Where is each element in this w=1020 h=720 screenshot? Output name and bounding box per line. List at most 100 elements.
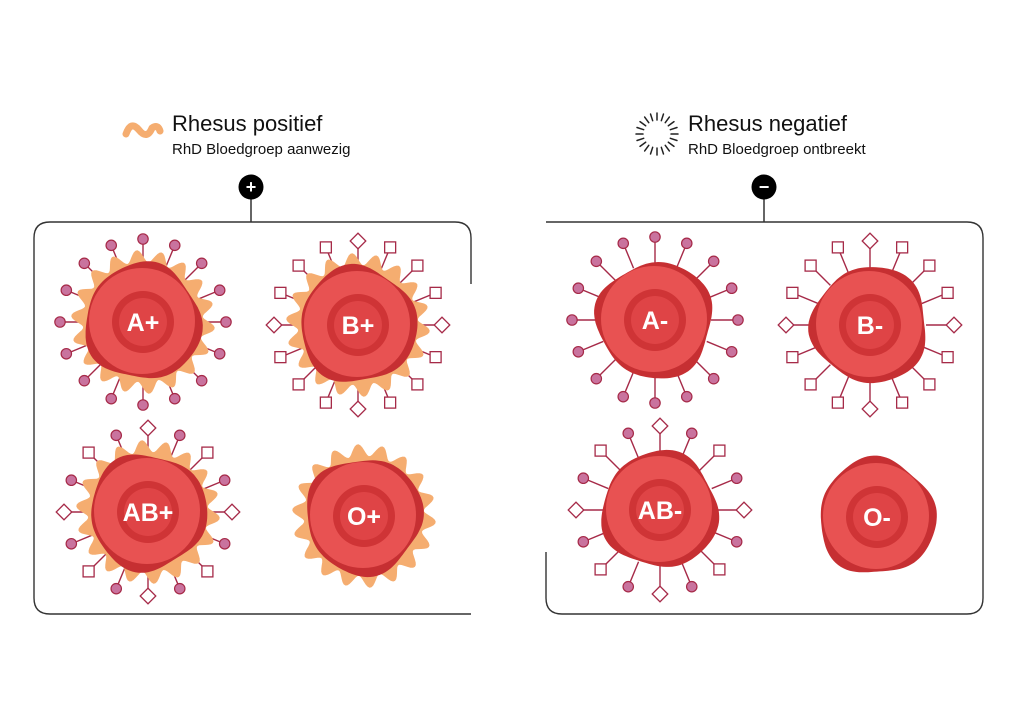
blood-cell-aneg: A- bbox=[566, 231, 744, 409]
blood-cell-oneg: O- bbox=[820, 455, 937, 573]
antigen-a-circle-icon bbox=[218, 537, 231, 550]
antigen-a-circle-icon bbox=[725, 282, 738, 295]
antigen-stalk bbox=[680, 561, 691, 583]
blood-type-label: O+ bbox=[347, 503, 381, 531]
antigen-stalk bbox=[921, 294, 943, 305]
blood-type-label: A+ bbox=[127, 309, 160, 337]
antigen-b-square-icon bbox=[713, 563, 726, 576]
cell-core bbox=[631, 296, 679, 344]
antigen-a-circle-icon bbox=[173, 429, 186, 442]
antigen-b-square-icon bbox=[895, 241, 909, 254]
blood-cell-opos: O+ bbox=[292, 444, 436, 588]
antigen-stalk bbox=[699, 549, 716, 566]
antigen-a-circle-icon bbox=[566, 314, 578, 326]
cell-core bbox=[334, 301, 382, 349]
antigen-a-circle-icon bbox=[577, 535, 590, 548]
antigen-b-square-icon bbox=[292, 259, 305, 272]
antigen-stalk bbox=[675, 247, 686, 269]
antigen-b-square-icon bbox=[831, 396, 845, 409]
antigen-b-square-icon bbox=[804, 378, 817, 391]
antigen-stalk bbox=[839, 376, 850, 398]
negative-badge-symbol: − bbox=[759, 177, 770, 197]
antigen-stalk bbox=[797, 294, 819, 305]
antigen-a-circle-icon bbox=[617, 237, 630, 250]
antigen-b-square-icon bbox=[861, 232, 879, 250]
antigen-b-square-icon bbox=[786, 350, 799, 364]
rhesus-negative-title: Rhesus negatief bbox=[688, 111, 847, 136]
dashed-circle-icon bbox=[635, 112, 679, 156]
antigen-b-square-icon bbox=[594, 444, 607, 457]
antigen-stalk bbox=[599, 359, 616, 376]
antigen-b-square-icon bbox=[735, 501, 753, 519]
antigen-a-circle-icon bbox=[220, 316, 232, 328]
antigen-b-square-icon bbox=[274, 350, 287, 364]
antigen-a-circle-icon bbox=[730, 535, 743, 548]
cell-core bbox=[340, 492, 388, 540]
antigen-b-square-icon bbox=[895, 396, 909, 409]
antigen-stalk bbox=[624, 371, 635, 393]
antigen-a-circle-icon bbox=[60, 284, 73, 297]
antigen-b-square-icon bbox=[223, 503, 241, 521]
antigen-b-square-icon bbox=[923, 378, 936, 391]
cell-core bbox=[853, 493, 901, 541]
antigen-a-circle-icon bbox=[168, 392, 181, 405]
blood-type-label: A- bbox=[642, 307, 668, 335]
antigen-b-square-icon bbox=[383, 241, 397, 254]
antigen-b-square-icon bbox=[411, 259, 424, 272]
antigen-a-circle-icon bbox=[110, 429, 123, 442]
antigen-b-square-icon bbox=[651, 417, 669, 435]
antigen-b-square-icon bbox=[201, 565, 214, 578]
negative-panel-frame bbox=[545, 221, 984, 615]
positive-badge: + bbox=[238, 174, 264, 222]
antigen-b-square-icon bbox=[349, 232, 367, 250]
antigen-a-circle-icon bbox=[572, 345, 585, 358]
antigen-a-circle-icon bbox=[105, 392, 118, 405]
antigen-a-circle-icon bbox=[622, 580, 635, 593]
antigen-a-circle-icon bbox=[195, 374, 208, 387]
cell-core bbox=[636, 486, 684, 534]
negative-badge: − bbox=[751, 174, 777, 222]
antigen-stalk bbox=[582, 340, 604, 351]
antigen-b-square-icon bbox=[82, 446, 95, 459]
antigen-a-circle-icon bbox=[617, 390, 630, 403]
blood-cell-abpos: AB+ bbox=[55, 419, 241, 605]
antigen-stalk bbox=[604, 549, 621, 566]
blood-cell-bneg: B- bbox=[777, 232, 963, 418]
antigen-a-circle-icon bbox=[649, 397, 661, 409]
antigen-a-circle-icon bbox=[78, 374, 91, 387]
blood-cell-bpos: B+ bbox=[265, 232, 451, 418]
antigen-a-circle-icon bbox=[685, 427, 698, 440]
antigen-b-square-icon bbox=[319, 241, 333, 254]
antigen-stalk bbox=[921, 345, 943, 356]
antigen-b-square-icon bbox=[274, 286, 287, 300]
rhesus-positive-subtitle: RhD Bloedgroep aanwezig bbox=[172, 141, 351, 158]
antigen-stalk bbox=[814, 364, 831, 381]
blood-type-label: AB- bbox=[638, 497, 682, 525]
antigen-b-square-icon bbox=[383, 396, 397, 409]
antigen-b-square-icon bbox=[429, 286, 442, 300]
antigen-b-square-icon bbox=[139, 587, 157, 605]
antigen-a-circle-icon bbox=[732, 314, 744, 326]
blood-type-label: O- bbox=[863, 504, 891, 532]
blood-type-label: AB+ bbox=[123, 499, 174, 527]
antigen-a-circle-icon bbox=[685, 580, 698, 593]
antigen-b-square-icon bbox=[292, 378, 305, 391]
antigen-b-square-icon bbox=[777, 316, 795, 334]
antigen-a-circle-icon bbox=[218, 474, 231, 487]
antigen-stalk bbox=[814, 269, 831, 286]
cell-core bbox=[124, 488, 172, 536]
antigen-stalk bbox=[604, 454, 621, 471]
antigen-stalk bbox=[624, 247, 635, 269]
antigen-a-circle-icon bbox=[590, 372, 603, 385]
positive-panel-frame bbox=[33, 221, 472, 615]
antigen-b-square-icon bbox=[945, 316, 963, 334]
antigen-stalk bbox=[694, 359, 711, 376]
antigen-stalk bbox=[629, 437, 640, 459]
antigen-stalk bbox=[699, 454, 716, 471]
antigen-b-square-icon bbox=[941, 286, 954, 300]
antigen-stalk bbox=[890, 376, 901, 398]
antigen-stalk bbox=[587, 479, 609, 490]
antigen-a-circle-icon bbox=[60, 347, 73, 360]
antigen-a-circle-icon bbox=[572, 282, 585, 295]
